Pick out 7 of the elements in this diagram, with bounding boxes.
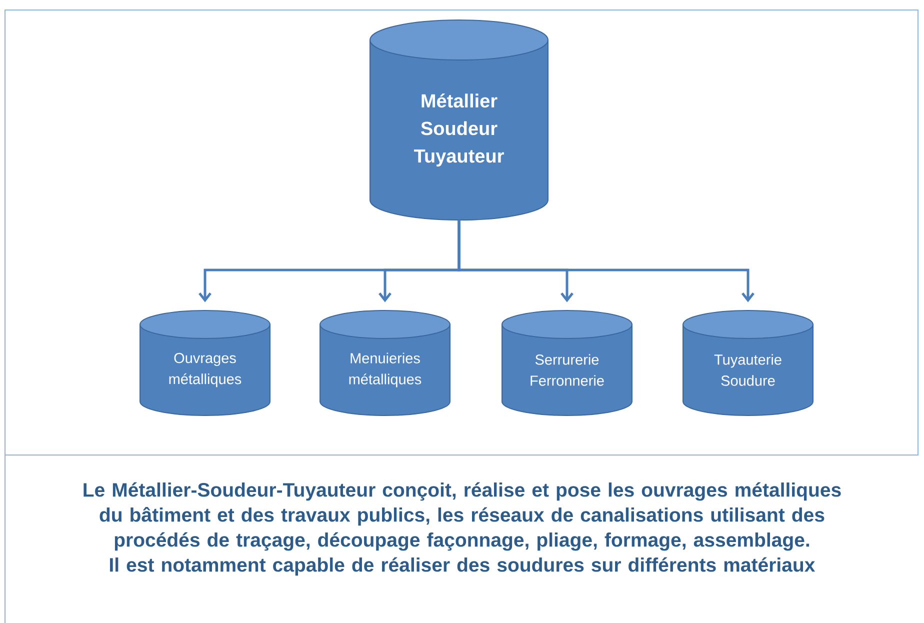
cylinder: Ouvrages métalliques [140, 310, 270, 416]
cylinder: Métallier Soudeur Tuyauteur [370, 20, 548, 220]
arrow [458, 220, 754, 302]
cylinder: Tuyauterie Soudure [682, 310, 814, 416]
cylinder: Serrurerie Ferronnerie [502, 310, 632, 416]
caption-text: Le Métallier-Soudeur-Tuyauteur conçoit, réalise et pose les ouvrages métalliques du bâtiment et des travaux publics, les réseaux de canalisations utilisant des procédés de traçage, découpage façonnage, pliage, formage, assemblage. Il est notamment capable de réaliser des soudures sur différents matériaux [84, 482, 841, 576]
cylinder: Menuieries métalliques [320, 310, 450, 416]
